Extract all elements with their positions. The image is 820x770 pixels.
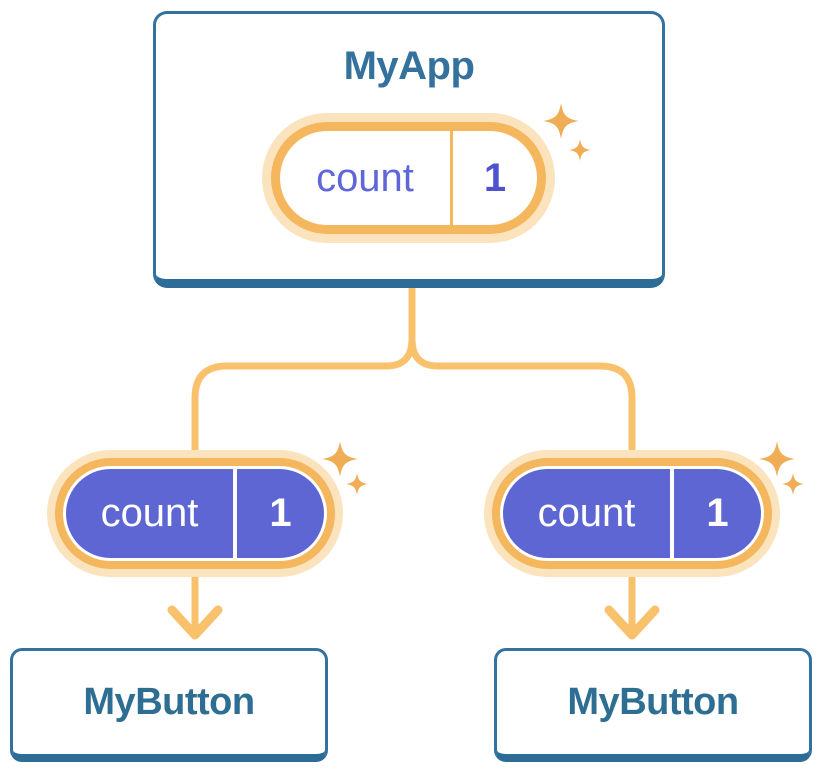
state-pill-right: count 1 (484, 450, 780, 577)
state-pill-left-ring: count 1 (55, 458, 335, 569)
state-label: count (100, 491, 199, 535)
branch-right-line (408, 335, 636, 456)
state-pill-root: count 1 (262, 113, 555, 243)
state-pill-root-body: count 1 (280, 131, 537, 225)
pill-divider (233, 469, 237, 558)
arrow-left-head (167, 605, 223, 640)
component-title-mybutton: MyButton (567, 681, 739, 723)
state-pill-root-ring: count 1 (271, 122, 546, 234)
state-value: 1 (483, 155, 507, 200)
component-box-mybutton-left: MyButton (10, 648, 328, 762)
state-label: count (316, 155, 414, 200)
state-pill-left-body: count 1 (66, 469, 324, 558)
state-pill-right-body: count 1 (503, 469, 761, 558)
state-value: 1 (269, 491, 292, 535)
branch-left-line (191, 335, 416, 456)
state-label: count (537, 491, 636, 535)
tree-branch-lines (191, 283, 636, 456)
pill-divider (670, 469, 674, 558)
component-title-mybutton: MyButton (83, 681, 255, 723)
state-pill-left-gap: count 1 (63, 466, 327, 561)
state-pill-left: count 1 (47, 450, 343, 577)
state-value: 1 (706, 491, 729, 535)
pill-divider (450, 131, 453, 225)
arrow-right-head (604, 605, 660, 640)
state-pill-right-ring: count 1 (492, 458, 772, 569)
state-pill-right-gap: count 1 (500, 466, 764, 561)
prop-arrows (167, 568, 660, 640)
component-title-myapp: MyApp (343, 44, 475, 88)
component-box-mybutton-right: MyButton (494, 648, 812, 762)
